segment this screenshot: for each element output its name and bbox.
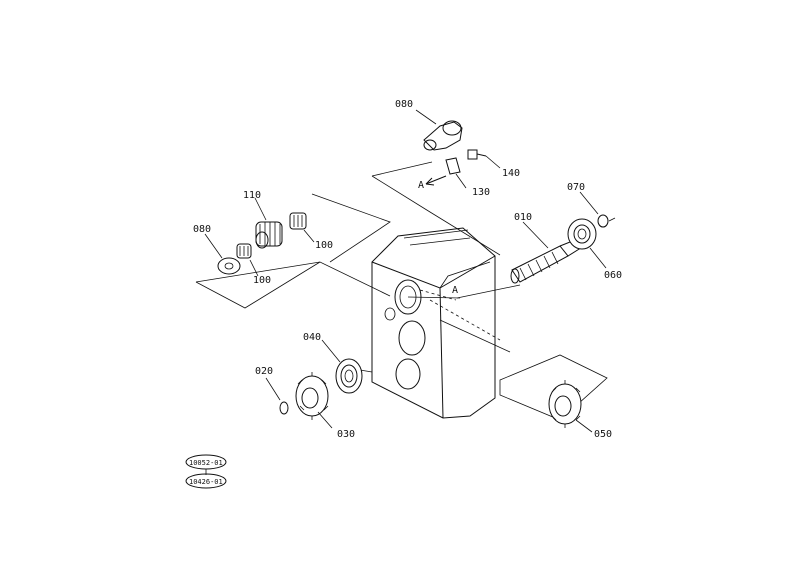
part-020-circlip [265, 377, 289, 415]
label-050: 050 [594, 429, 612, 440]
label-140: 140 [502, 168, 520, 179]
reference-lines [195, 161, 608, 421]
label-040: 040 [303, 332, 321, 343]
view-arrow-a [425, 175, 447, 186]
label-100-lower: 100 [253, 275, 271, 286]
gear-case-housing [371, 227, 496, 419]
part-100-bearing-lower [236, 243, 259, 277]
label-010: 010 [514, 212, 532, 223]
label-section-a: A [452, 285, 458, 296]
part-050-gear [548, 380, 593, 433]
label-080-left: 080 [193, 224, 211, 235]
part-080-washer [204, 233, 241, 275]
label-110: 110 [243, 190, 261, 201]
part-030-gear [295, 372, 333, 429]
part-040-bearing [321, 339, 363, 394]
label-070: 070 [567, 182, 585, 193]
reference-stamps [185, 454, 227, 489]
part-140-bolt [467, 149, 501, 169]
part-100-bearing-upper [289, 212, 315, 243]
part-070-circlip [579, 191, 616, 228]
stamp-ref1: 10052-01 [189, 459, 223, 467]
label-view-a: A [418, 180, 424, 191]
label-100-upper: 100 [315, 240, 333, 251]
part-130-plate [445, 157, 467, 189]
part-110-gear [254, 197, 283, 249]
stamp-ref2: 10426-01 [189, 478, 223, 486]
part-060-bearing [567, 218, 607, 269]
label-130: 130 [472, 187, 490, 198]
label-080-top: 080 [395, 99, 413, 110]
label-060: 060 [604, 270, 622, 281]
label-020: 020 [255, 366, 273, 377]
label-030: 030 [337, 429, 355, 440]
part-080-pin [415, 109, 463, 151]
